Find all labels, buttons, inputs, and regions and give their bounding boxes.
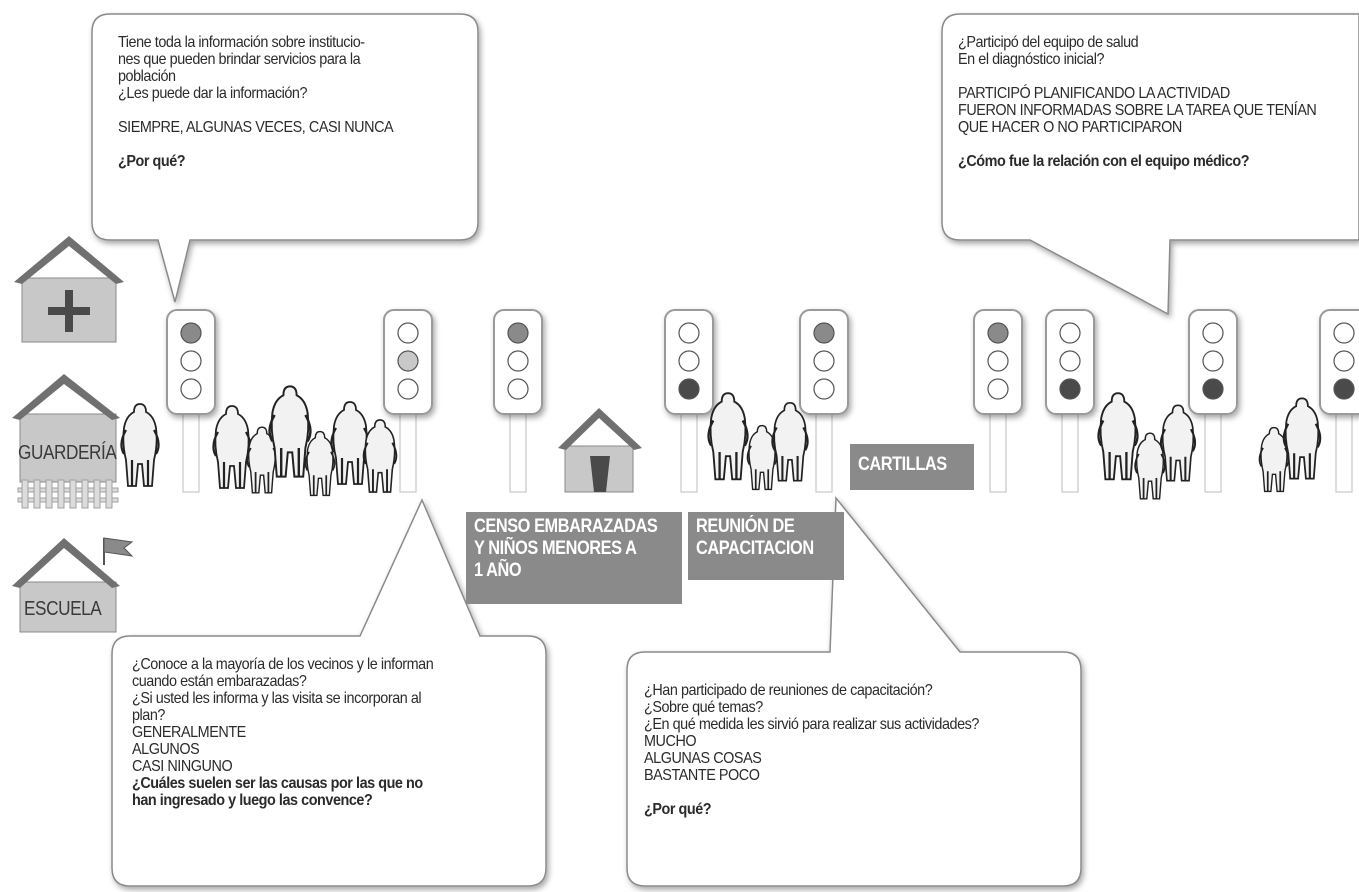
traffic-light-6 [973, 309, 1023, 493]
traffic-light-lamp-1 [1059, 322, 1081, 344]
person-figure [212, 405, 252, 489]
person-figure [1134, 432, 1166, 500]
bubble-bottom-left-text: ¿Conoce a la mayoría de los vecinos y le… [132, 656, 434, 809]
health-center-house [14, 236, 124, 343]
traffic-light-lamp-3 [1202, 378, 1224, 400]
person-figure [362, 419, 398, 493]
speech-bubble-top-left [91, 13, 479, 303]
person-figure [268, 385, 312, 478]
traffic-light-lamp-3 [180, 378, 202, 400]
traffic-light-lamp-1 [678, 322, 700, 344]
traffic-light-pole [182, 411, 200, 493]
traffic-light-pole [680, 411, 698, 493]
traffic-light-lamp-1 [180, 322, 202, 344]
traffic-light-lamp-2 [813, 350, 835, 372]
traffic-light-lamp-2 [1333, 350, 1355, 372]
person-figure [120, 403, 160, 487]
speech-bubble-top-right [941, 13, 1359, 316]
traffic-light-lamp-3 [507, 378, 529, 400]
traffic-light-lamp-1 [987, 322, 1009, 344]
traffic-light-lamp-3 [1333, 378, 1355, 400]
escuela-house [12, 537, 134, 633]
traffic-light-4 [664, 309, 714, 493]
guarderia-label: GUARDERÍA [18, 442, 117, 464]
traffic-light-pole [815, 411, 833, 493]
person-figure [771, 401, 809, 482]
traffic-light-lamp-2 [1202, 350, 1224, 372]
traffic-light-7 [1045, 309, 1095, 493]
speech-bubble-bottom-left [111, 498, 547, 887]
traffic-light-pole [1335, 411, 1353, 493]
traffic-light-pole [509, 411, 527, 493]
traffic-light-lamp-2 [507, 350, 529, 372]
traffic-light-lamp-1 [1202, 322, 1224, 344]
traffic-light-2 [383, 309, 433, 493]
traffic-light-1 [166, 309, 216, 493]
traffic-light-lamp-2 [180, 350, 202, 372]
traffic-light-lamp-1 [813, 322, 835, 344]
fence-icon [17, 479, 119, 509]
label-reunion: REUNIÓN DE CAPACITACION [688, 512, 844, 580]
speech-bubble-bottom-right [626, 495, 1082, 887]
traffic-light-lamp-2 [1059, 350, 1081, 372]
bubble-top-left-text: Tiene toda la información sobre instituc… [118, 34, 394, 170]
bubble-top-right-text: ¿Participó del equipo de salud En el dia… [958, 34, 1317, 170]
causes-question-line-2: han ingresado y luego las convence? [132, 792, 373, 809]
traffic-light-pole [989, 411, 1007, 493]
label-cartillas: CARTILLAS [850, 444, 974, 490]
person-figure [746, 424, 778, 491]
traffic-light-pole [1061, 411, 1079, 493]
person-figure [707, 392, 749, 481]
person-figure [1097, 392, 1139, 481]
traffic-light-lamp-2 [987, 350, 1009, 372]
traffic-light-lamp-1 [507, 322, 529, 344]
traffic-light-8 [1188, 309, 1238, 493]
guarderia-house [12, 374, 120, 509]
flag-icon [103, 537, 134, 557]
traffic-light-lamp-1 [397, 322, 419, 344]
traffic-light-lamp-1 [1333, 322, 1355, 344]
traffic-light-lamp-3 [678, 378, 700, 400]
traffic-light-lamp-3 [987, 378, 1009, 400]
traffic-light-lamp-3 [813, 378, 835, 400]
traffic-light-lamp-2 [397, 350, 419, 372]
why-question: ¿Por qué? [118, 153, 186, 170]
relation-question: ¿Cómo fue la relación con el equipo médi… [958, 153, 1250, 170]
escuela-label: ESCUELA [24, 598, 102, 620]
label-censo: CENSO EMBARAZADAS Y NIÑOS MENORES A 1 AÑ… [466, 512, 682, 604]
traffic-light-lamp-3 [1059, 378, 1081, 400]
traffic-light-5 [799, 309, 849, 493]
traffic-light-pole [1204, 411, 1222, 493]
person-figure [1282, 397, 1322, 480]
traffic-light-lamp-2 [678, 350, 700, 372]
person-figure [1258, 426, 1290, 493]
traffic-light-pole [399, 411, 417, 493]
traffic-light-lamp-3 [397, 378, 419, 400]
people-groups [120, 385, 1322, 500]
person-figure [304, 430, 336, 497]
why-question-bottom: ¿Por qué? [644, 801, 712, 818]
traffic-light-9 [1319, 309, 1359, 493]
causes-question-line-1: ¿Cuáles suelen ser las causas por las qu… [132, 775, 423, 792]
person-figure [330, 401, 370, 485]
traffic-light-3 [493, 309, 543, 493]
bubble-bottom-right-text: ¿Han participado de reuniones de capacit… [644, 682, 979, 818]
small-house [558, 408, 642, 493]
person-figure [1159, 404, 1197, 482]
